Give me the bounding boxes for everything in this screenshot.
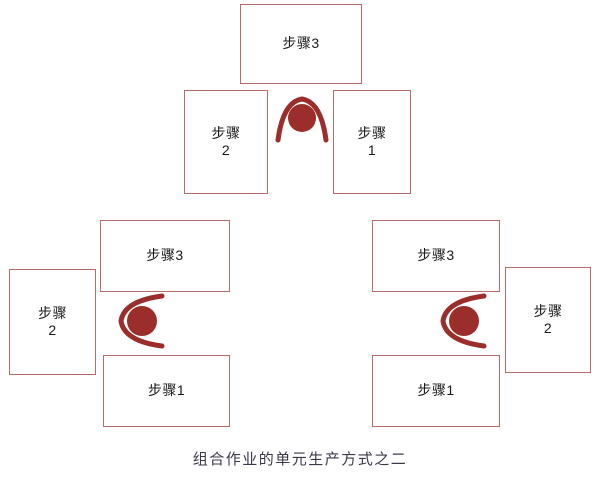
- top-cell-step-3-label: 步骤3: [282, 35, 320, 52]
- bottom-right-cell-worker-person-icon: [434, 292, 487, 350]
- bottom-right-cell-step-2-box[interactable]: 步骤 2: [505, 267, 591, 373]
- top-cell-step-1-label: 步骤 1: [357, 124, 387, 159]
- bottom-right-cell-step-1-label: 步骤1: [417, 382, 455, 399]
- top-cell-step-1-box[interactable]: 步骤 1: [333, 90, 411, 194]
- bottom-right-cell-step-3-box[interactable]: 步骤3: [372, 220, 500, 292]
- top-cell-worker-person-icon: [274, 92, 330, 143]
- bottom-right-cell-step-1-box[interactable]: 步骤1: [372, 355, 500, 427]
- bottom-left-cell-step-3-label: 步骤3: [146, 247, 184, 264]
- bottom-left-cell-step-2-box[interactable]: 步骤 2: [9, 269, 96, 375]
- bottom-left-cell-step-1-label: 步骤1: [147, 382, 186, 399]
- top-cell-step-2-label: 步骤 2: [211, 124, 241, 159]
- diagram-caption: 组合作业的单元生产方式之二: [192, 452, 408, 468]
- bottom-right-cell-step-2-label: 步骤 2: [533, 302, 563, 337]
- top-cell-step-3-box[interactable]: 步骤3: [240, 4, 362, 84]
- bottom-left-cell-worker-person-icon: [112, 292, 165, 350]
- bottom-left-cell-step-2-label: 步骤 2: [38, 304, 67, 339]
- top-cell-step-2-box[interactable]: 步骤 2: [184, 90, 268, 194]
- bottom-left-cell-step-1-box[interactable]: 步骤1: [103, 355, 230, 427]
- bottom-right-cell-step-3-label: 步骤3: [417, 247, 455, 264]
- bottom-left-cell-step-3-box[interactable]: 步骤3: [100, 220, 230, 292]
